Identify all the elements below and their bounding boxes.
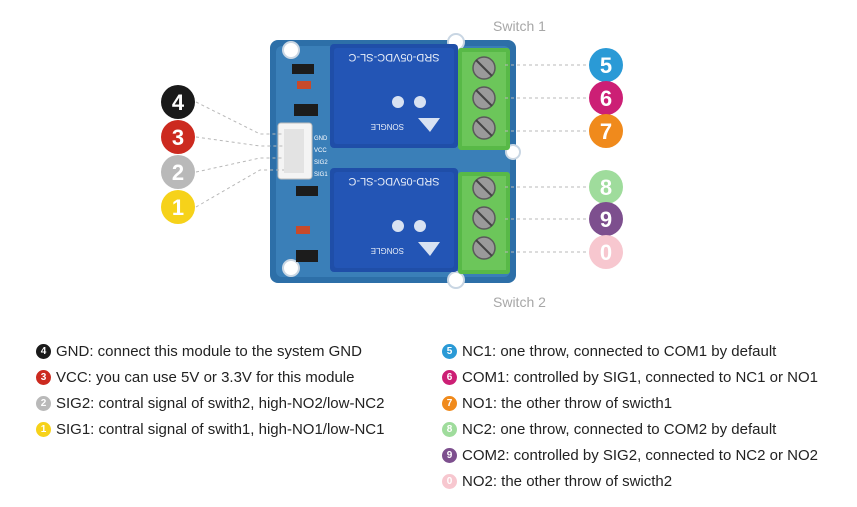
legend-text: VCC: you can use 5V or 3.3V for this mod… bbox=[56, 368, 355, 386]
badge-circle bbox=[161, 120, 195, 154]
mounting-holes bbox=[282, 33, 521, 289]
legend-number-badge: 1 bbox=[36, 421, 51, 437]
legend-number-badge: 6 bbox=[442, 369, 457, 385]
smd-components bbox=[292, 64, 318, 262]
badge-circle bbox=[161, 85, 195, 119]
badge-circle bbox=[161, 190, 195, 224]
legend-item: 0 NO2: the other throw of swicth2 bbox=[442, 470, 818, 492]
legend-text: NO1: the other throw of swicth1 bbox=[462, 394, 673, 412]
switch-2-label: Switch 2 bbox=[493, 294, 546, 310]
badge-number: 8 bbox=[600, 175, 612, 200]
badge-number: 9 bbox=[600, 207, 612, 232]
legend-item: 9 COM2: controlled by SIG2, connected to … bbox=[442, 444, 818, 466]
badge-number: 1 bbox=[172, 195, 184, 220]
leader-lines bbox=[195, 64, 588, 253]
legend-number-badge: 8 bbox=[442, 421, 457, 437]
legend-item: 7 NO1: the other throw of swicth1 bbox=[442, 392, 818, 414]
callout-badge-7: 7 bbox=[589, 114, 623, 148]
relay-1-brand: SONGLE bbox=[371, 122, 404, 131]
legend-number-badge: 4 bbox=[36, 343, 51, 359]
legend-text: NC2: one throw, connected to COM2 by def… bbox=[462, 420, 777, 438]
callout-badge-8: 8 bbox=[589, 170, 623, 204]
legend-text: SIG1: contral signal of swith1, high-NO1… bbox=[56, 420, 385, 438]
callout-badge-9: 9 bbox=[589, 202, 623, 236]
badge-number: 4 bbox=[172, 90, 185, 115]
grove-connector bbox=[277, 122, 313, 180]
legend-item: 2 SIG2: contral signal of swith2, high-NO… bbox=[36, 392, 384, 414]
badge-number: 3 bbox=[172, 125, 184, 150]
legend-text: NC1: one throw, connected to COM1 by def… bbox=[462, 342, 777, 360]
callout-badge-0: 0 bbox=[589, 235, 623, 269]
badge-circle bbox=[589, 81, 623, 115]
legend-item: 1 SIG1: contral signal of swith1, high-NO… bbox=[36, 418, 384, 440]
callout-badge-6: 6 bbox=[589, 81, 623, 115]
legend-item: 8 NC2: one throw, connected to COM2 by de… bbox=[442, 418, 818, 440]
pin-label-vcc: VCC bbox=[314, 148, 327, 154]
legend-number-badge: 5 bbox=[442, 343, 457, 359]
relay-2: SRD-05VDC-SL-C SONGLE bbox=[330, 168, 458, 272]
right-callout-badges: 5 6 7 8 9 0 bbox=[589, 48, 623, 269]
badge-circle bbox=[589, 235, 623, 269]
callout-badge-1: 1 bbox=[161, 190, 195, 224]
badge-circle bbox=[589, 202, 623, 236]
badge-number: 7 bbox=[600, 119, 612, 144]
pin-label-sig1: SIG1 bbox=[314, 172, 328, 178]
legend-text: GND: connect this module to the system G… bbox=[56, 342, 362, 360]
legend-number-badge: 9 bbox=[442, 447, 457, 463]
badge-circle bbox=[161, 155, 195, 189]
legend-number-badge: 0 bbox=[442, 473, 457, 489]
callout-badge-4: 4 bbox=[161, 85, 195, 119]
legend-item: 5 NC1: one throw, connected to COM1 by de… bbox=[442, 340, 818, 362]
badge-number: 2 bbox=[172, 160, 184, 185]
legend-text: NO2: the other throw of swicth2 bbox=[462, 472, 673, 490]
badge-circle bbox=[589, 170, 623, 204]
callout-badge-2: 2 bbox=[161, 155, 195, 189]
callout-badge-5: 5 bbox=[589, 48, 623, 82]
badge-number: 5 bbox=[600, 53, 612, 78]
legend-text: COM2: controlled by SIG2, connected to N… bbox=[462, 446, 818, 464]
terminal-block-1 bbox=[458, 48, 510, 150]
pin-label-sig2: SIG2 bbox=[314, 160, 328, 166]
legend-number-badge: 3 bbox=[36, 369, 51, 385]
badge-circle bbox=[589, 48, 623, 82]
legend-item: 4 GND: connect this module to the system … bbox=[36, 340, 384, 362]
badge-number: 0 bbox=[600, 240, 612, 265]
badge-number: 6 bbox=[600, 86, 612, 111]
relay-2-brand: SONGLE bbox=[371, 246, 404, 255]
legend-left: 4 GND: connect this module to the system … bbox=[36, 340, 384, 444]
callout-badge-3: 3 bbox=[161, 120, 195, 154]
relay-1: SRD-05VDC-SL-C SONGLE bbox=[330, 44, 458, 148]
legend-number-badge: 7 bbox=[442, 395, 457, 411]
legend-right: 5 NC1: one throw, connected to COM1 by de… bbox=[442, 340, 818, 496]
terminal-block-2 bbox=[458, 172, 510, 274]
pin-label-gnd: GND bbox=[314, 136, 328, 142]
legend-number-badge: 2 bbox=[36, 395, 51, 411]
legend-text: SIG2: contral signal of swith2, high-NO2… bbox=[56, 394, 385, 412]
badge-circle bbox=[589, 114, 623, 148]
grove-pin-labels: GND VCC SIG2 SIG1 bbox=[314, 136, 328, 178]
legend-item: 6 COM1: controlled by SIG1, connected to … bbox=[442, 366, 818, 388]
legend-text: COM1: controlled by SIG1, connected to N… bbox=[462, 368, 818, 386]
legend-item: 3 VCC: you can use 5V or 3.3V for this mo… bbox=[36, 366, 384, 388]
relay-1-model: SRD-05VDC-SL-C bbox=[348, 51, 439, 63]
left-callout-badges: 4 3 2 1 bbox=[161, 85, 195, 224]
relay-2-model: SRD-05VDC-SL-C bbox=[348, 175, 439, 187]
switch-1-label: Switch 1 bbox=[493, 18, 546, 34]
